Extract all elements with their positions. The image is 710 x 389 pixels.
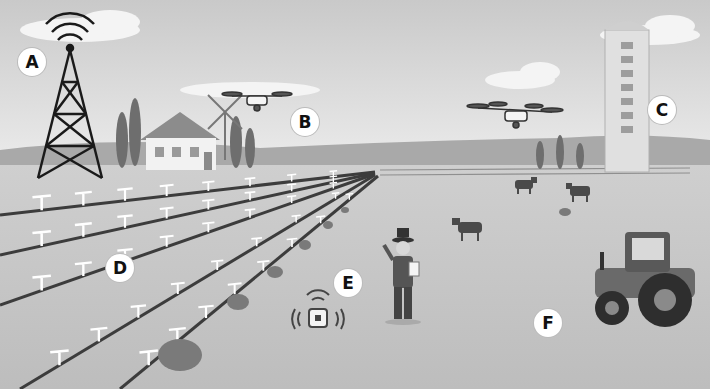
farmhouse (140, 112, 220, 170)
sprinkler (75, 262, 92, 276)
wireless-sensor (292, 290, 343, 329)
sprinkler (50, 350, 68, 365)
callout-circle: B (291, 108, 319, 136)
sprinkler (202, 181, 214, 191)
sprinkler (316, 216, 325, 223)
sprinkler (117, 215, 132, 227)
sprinkler (228, 283, 242, 294)
silo (605, 21, 649, 172)
cows (452, 177, 590, 241)
sprinkler (292, 215, 301, 222)
callout-letter: D (113, 260, 127, 277)
irrigated-crop-rows (0, 172, 378, 389)
sprinkler (160, 208, 174, 219)
tractor (595, 232, 695, 327)
drone (467, 102, 563, 128)
sprinkler (287, 238, 298, 247)
sprinkler (160, 236, 174, 247)
sprinkler (202, 200, 214, 210)
callout-circle: C (648, 96, 676, 124)
callout-circle: A (18, 48, 46, 76)
sprinkler (117, 188, 132, 200)
radio-tower (38, 13, 102, 178)
farmer (384, 228, 421, 325)
clouds (20, 10, 700, 98)
drone (222, 92, 292, 111)
callout-letter: F (542, 315, 554, 332)
sprinkler (287, 196, 296, 203)
sprinkler (171, 283, 185, 294)
sprinkler (198, 306, 213, 318)
sprinkler (160, 185, 174, 196)
sprinkler (32, 276, 50, 291)
sprinkler (131, 305, 146, 317)
sprinkler (332, 193, 340, 199)
sprinkler (202, 222, 214, 232)
sprinkler (139, 351, 157, 366)
sprinkler (75, 192, 92, 206)
sprinkler (245, 192, 256, 201)
sprinkler (330, 183, 338, 189)
sprinkler (32, 195, 50, 210)
rocks (158, 207, 571, 371)
callout-letter: E (342, 275, 354, 292)
field (0, 165, 710, 389)
sprinkler (211, 260, 223, 270)
sprinkler (287, 174, 296, 181)
sprinkler (287, 184, 296, 191)
sprinkler (90, 328, 107, 342)
sprinkler (346, 194, 354, 200)
sprinkler (75, 223, 92, 237)
sprinkler (32, 231, 50, 246)
sprinkler (257, 261, 269, 271)
sprinkler (330, 176, 338, 182)
callout-circle: E (334, 269, 362, 297)
sprinklers (32, 171, 353, 366)
sprinkler (245, 178, 256, 187)
callout-circle: D (106, 254, 134, 282)
callout-letter: B (299, 114, 312, 131)
sprinkler (251, 238, 262, 247)
callout-letter: A (25, 54, 38, 71)
trees (116, 98, 584, 169)
sprinkler (245, 209, 256, 218)
callout-circle: F (534, 309, 562, 337)
callout-letter: C (656, 102, 668, 119)
